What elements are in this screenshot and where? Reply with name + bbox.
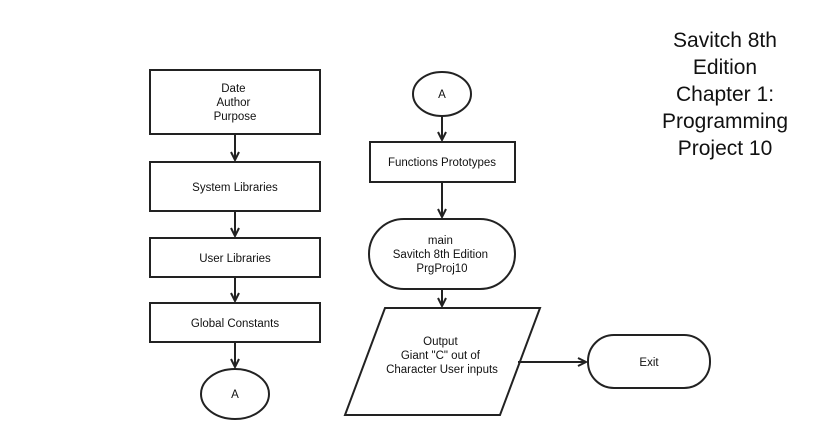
user-libraries-box — [149, 237, 321, 278]
function-prototypes-label: Functions Prototypes — [388, 157, 496, 169]
title-line: Project 10 — [677, 137, 773, 160]
connector-a-bottom — [200, 368, 270, 420]
exit-terminal — [587, 334, 711, 389]
output-label: Output Giant "C" out of Character User i… — [386, 336, 498, 376]
header-box — [149, 69, 321, 135]
title-line: Savitch 8th — [673, 29, 777, 52]
connector-a-bottom-label: A — [231, 389, 239, 401]
diagram-title: Savitch 8th Edition Chapter 1: Programmi… — [640, 27, 810, 162]
title-line: Edition — [692, 56, 758, 79]
global-constants-box — [149, 302, 321, 343]
function-prototypes-box — [369, 141, 516, 183]
system-libraries-label: System Libraries — [192, 182, 278, 194]
output-parallelogram — [343, 307, 542, 416]
global-constants-label: Global Constants — [191, 318, 279, 330]
header-label: Date Author Purpose — [214, 83, 257, 123]
connector-a-top-label: A — [438, 89, 446, 101]
title-line: Chapter 1: — [675, 83, 775, 106]
user-libraries-label: User Libraries — [199, 253, 271, 265]
main-label: main Savitch 8th Edition PrgProj10 — [393, 235, 491, 275]
exit-label: Exit — [639, 357, 659, 369]
title-line: Programming — [661, 110, 789, 133]
